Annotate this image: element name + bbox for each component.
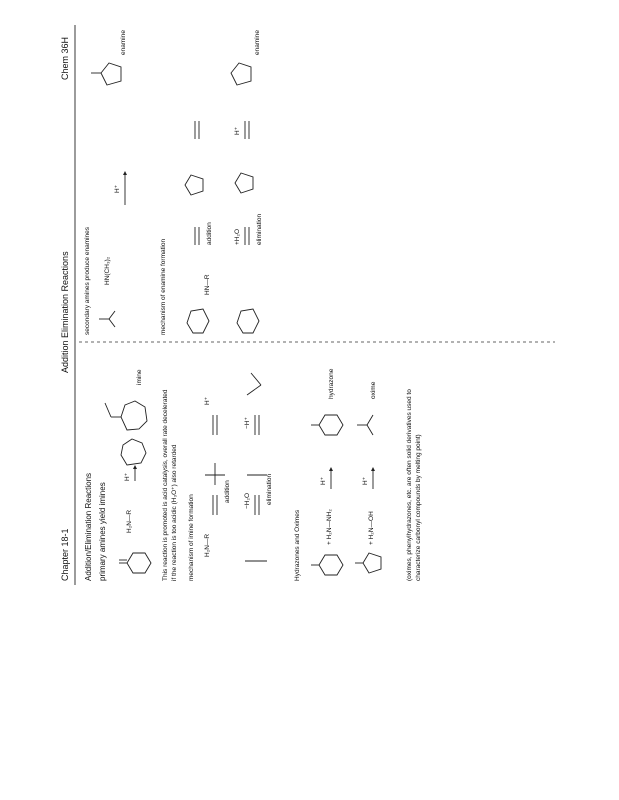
- oxime-reactant-ring: [362, 552, 382, 574]
- rotated-document: Chapter 18-1 Addition Elimination Reacti…: [55, 25, 575, 585]
- mech-ring-4: [234, 172, 254, 194]
- mech-ring-2: [184, 174, 204, 196]
- cycloheptyl-ring: [120, 438, 147, 466]
- enamine-plus-water: +H₂O: [234, 228, 241, 245]
- enamine-label-2: enamine: [254, 30, 261, 55]
- enamine-mechanism-scheme: [184, 62, 260, 334]
- enamine-addition-label: addition: [206, 222, 213, 245]
- mech-ring-1: [186, 308, 210, 334]
- imine-mechanism-scheme: [205, 372, 267, 562]
- imine-ring: [120, 400, 148, 431]
- enamine-mech-acid: H⁺: [234, 126, 241, 135]
- enamine-elimination-label: elimination: [256, 213, 263, 245]
- enamine-scheme: [91, 62, 127, 328]
- enamine-ring: [100, 62, 122, 86]
- mech-ring-5: [230, 62, 252, 86]
- mech-ring-3: [236, 308, 260, 334]
- imine-scheme: [104, 400, 152, 574]
- mech-hn-r: HN—R: [204, 274, 211, 295]
- layout-lines: [74, 25, 555, 585]
- hydrazone-scheme: [311, 414, 382, 576]
